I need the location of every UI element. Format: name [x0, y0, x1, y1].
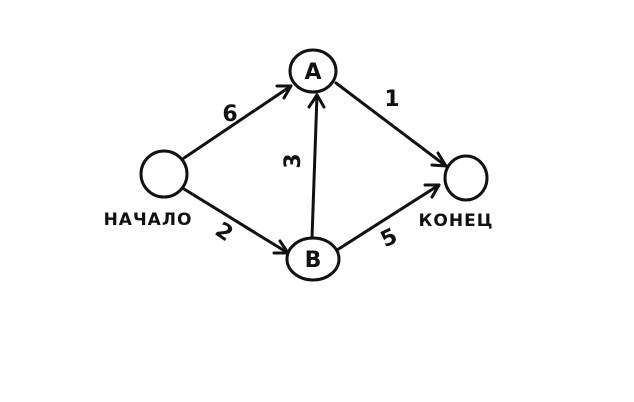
- node-a: [288, 48, 338, 94]
- edges: [182, 81, 448, 255]
- edge-b-end-arrowhead: [423, 183, 441, 199]
- node-start-label: НАЧАЛО: [104, 210, 193, 230]
- nodes: [139, 48, 489, 282]
- node-start: [139, 149, 189, 199]
- edge-b-a: [310, 93, 319, 240]
- edge-start-a: [182, 84, 293, 160]
- edge-start-b: [182, 187, 290, 255]
- edge-a-end: [334, 81, 448, 168]
- edge-start-b-weight: 2: [210, 218, 237, 247]
- node-end-label: КОНЕЦ: [419, 211, 494, 231]
- edge-b-end: [335, 183, 441, 252]
- edge-a-end-weight: 1: [384, 87, 399, 112]
- edge-a-end-arrowhead: [430, 151, 448, 168]
- node-end: [443, 154, 489, 202]
- edge-b-a-arrowhead: [307, 93, 326, 109]
- node-a-letter: A: [304, 60, 321, 85]
- node-b-letter: B: [305, 248, 322, 273]
- edge-b-end-weight: 5: [377, 224, 401, 253]
- node-b: [285, 236, 341, 282]
- edge-start-a-weight: 6: [222, 102, 237, 127]
- edge-b-a-weight: 3: [281, 153, 306, 168]
- edge-start-a-arrowhead: [275, 84, 293, 100]
